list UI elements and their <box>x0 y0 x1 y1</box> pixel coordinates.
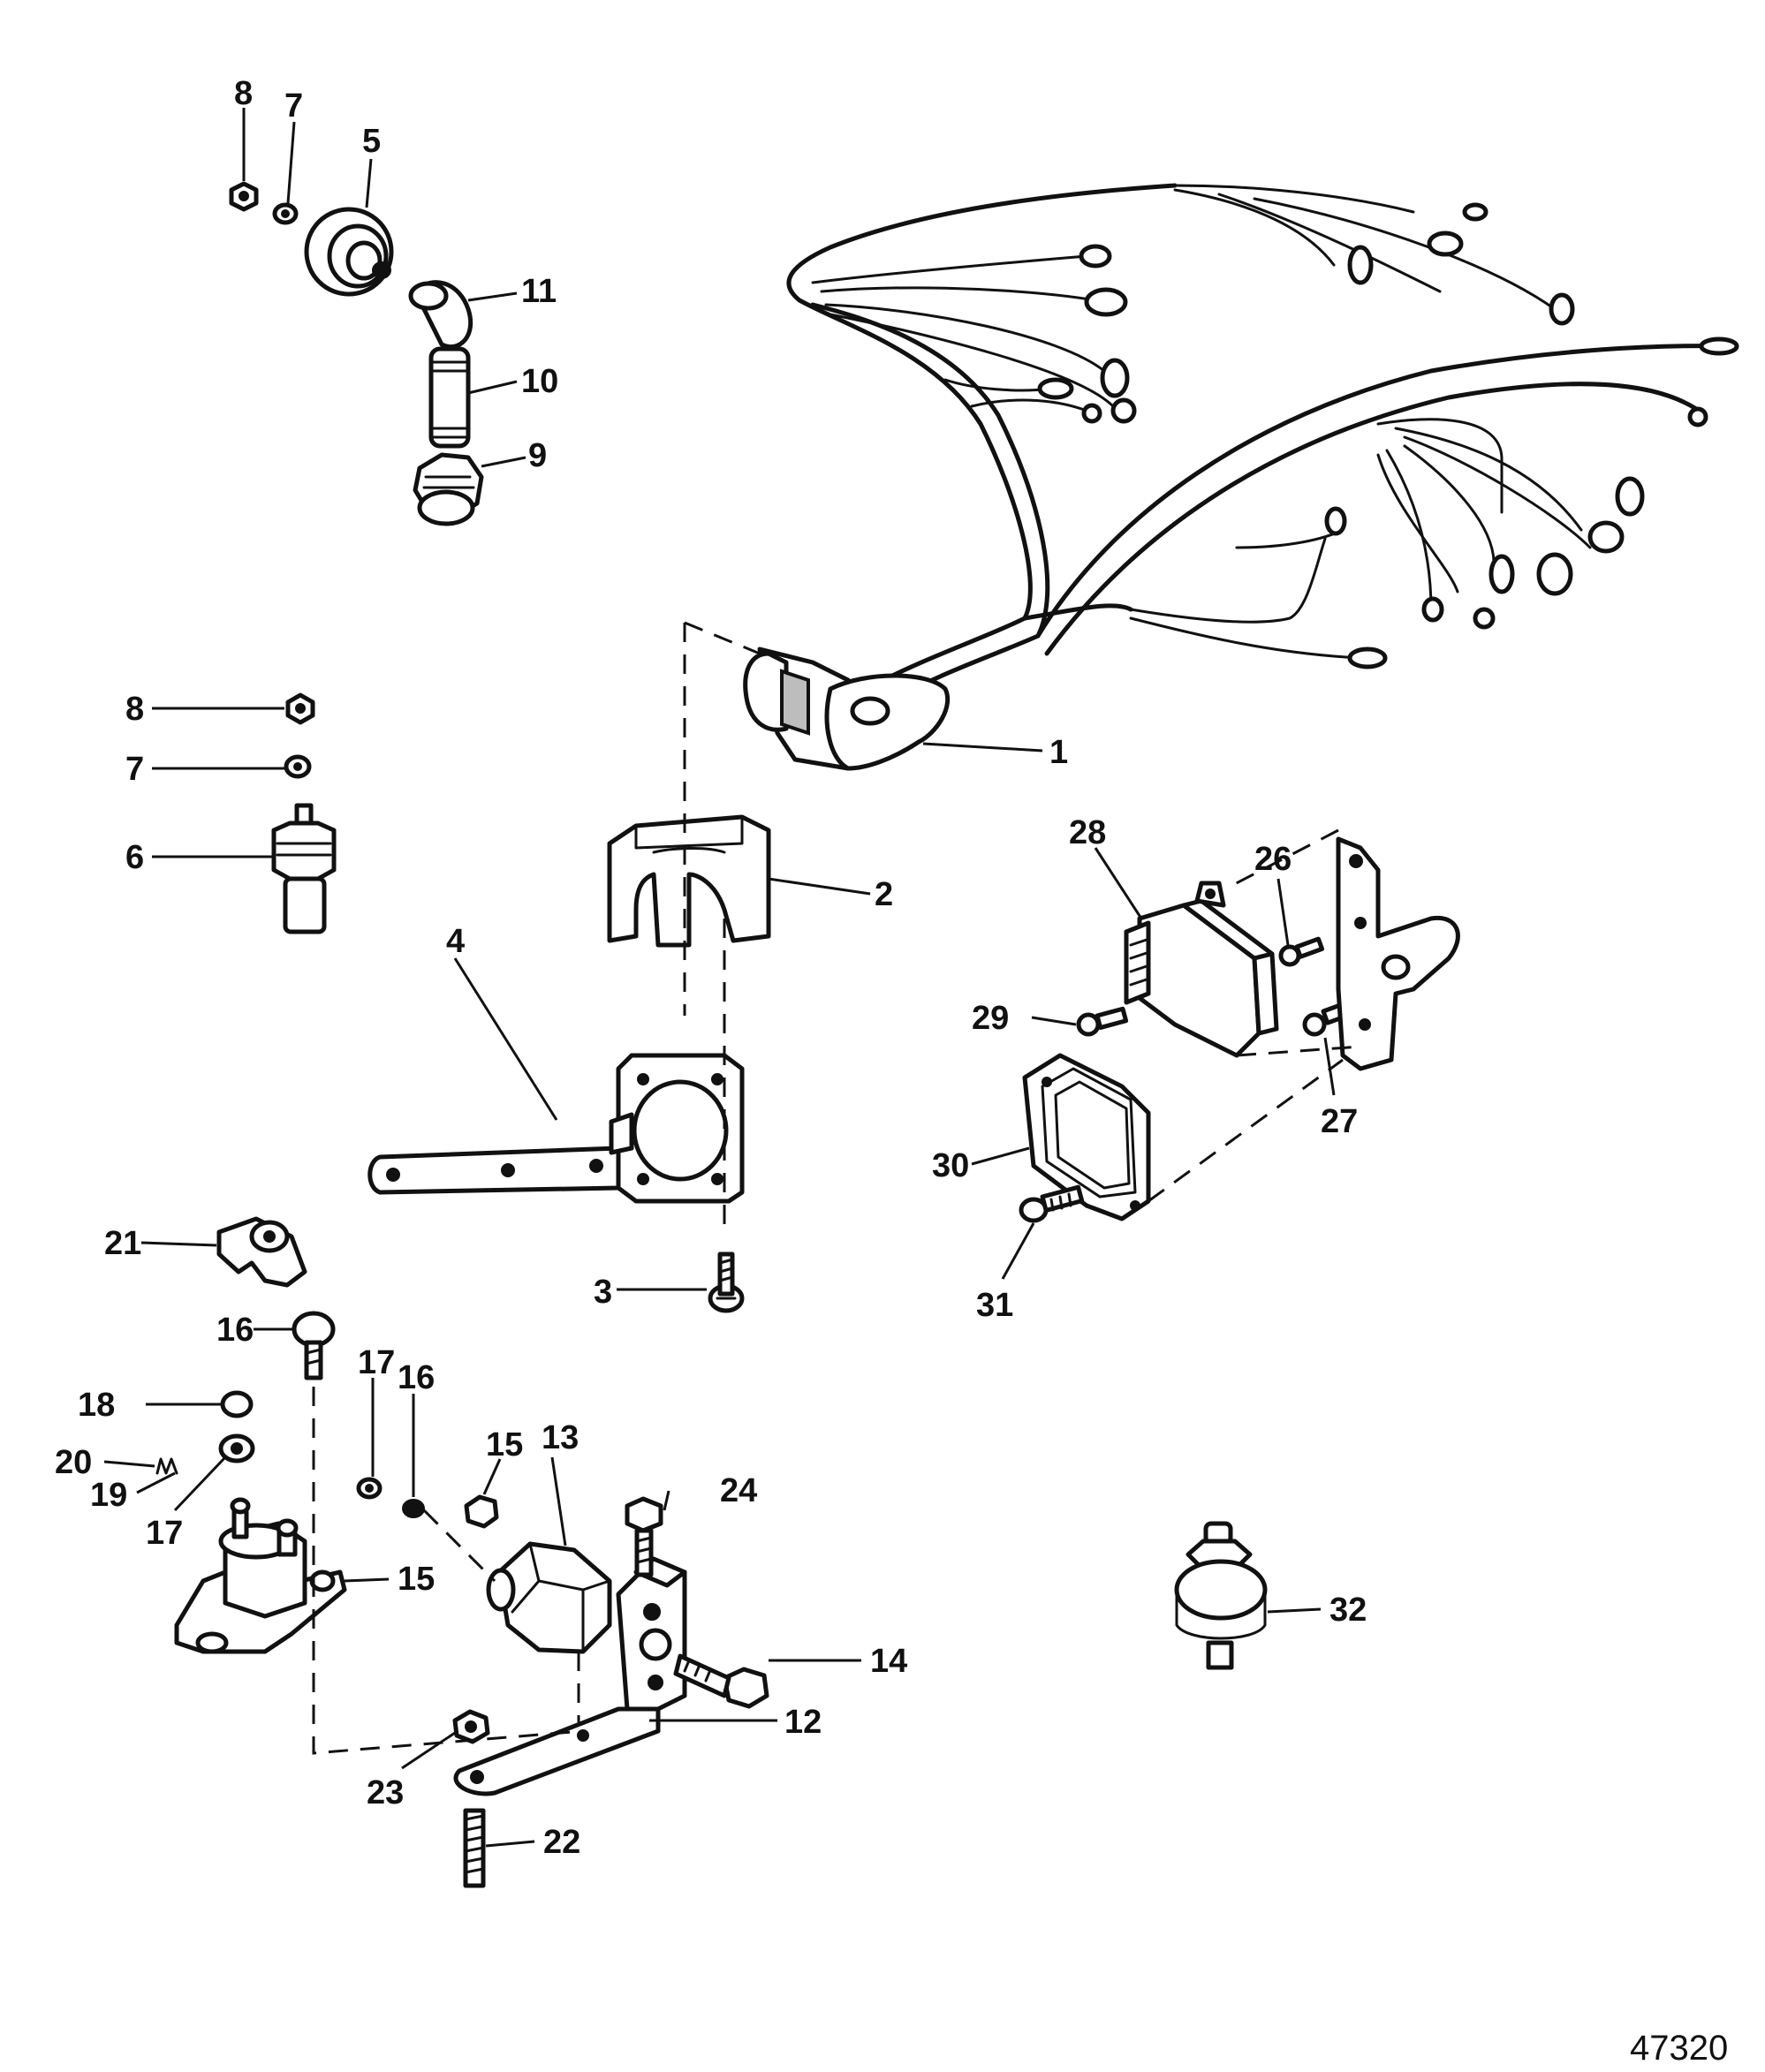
figure-number: 47320 <box>1630 2029 1728 2068</box>
sensor-32-part <box>1174 1521 1268 1670</box>
assembly-lines <box>312 621 1361 1755</box>
callout-13: 13 <box>542 1419 579 1456</box>
callout-22: 22 <box>543 1824 580 1861</box>
callout-8-upper: 8 <box>234 75 253 112</box>
callout-30: 30 <box>932 1147 969 1184</box>
callout-24: 24 <box>720 1472 757 1509</box>
callout-9: 9 <box>528 437 547 474</box>
callout-27: 27 <box>1321 1103 1358 1140</box>
nut-8-upper-part <box>229 181 259 212</box>
switch-6-part <box>271 803 337 934</box>
callout-labels: 8 7 5 11 10 9 1 8 7 6 2 4 28 26 29 27 30… <box>55 75 1367 1861</box>
callout-7-upper: 7 <box>284 87 303 125</box>
nut-15-mid-part <box>464 1494 499 1529</box>
callout-20: 20 <box>55 1444 92 1481</box>
callout-16-left: 16 <box>216 1312 254 1349</box>
callout-11: 11 <box>521 273 557 310</box>
screw-26-part <box>1278 936 1325 967</box>
callout-15-left: 15 <box>398 1561 435 1598</box>
nut-17-mid-part <box>356 1477 383 1500</box>
callout-2: 2 <box>875 876 893 913</box>
callout-21: 21 <box>104 1225 141 1262</box>
adapter-9-part <box>413 452 484 526</box>
callout-16-mid: 16 <box>398 1359 435 1396</box>
mount-bracket-part <box>1336 836 1460 1071</box>
stud-22-part <box>463 1808 486 1888</box>
nipple-10-part <box>428 346 471 449</box>
callout-32: 32 <box>1329 1592 1367 1629</box>
callout-26: 26 <box>1254 841 1292 878</box>
callout-12: 12 <box>784 1704 822 1741</box>
callout-5: 5 <box>362 123 381 160</box>
screw-31-part <box>1019 1184 1085 1223</box>
clamp-2-part <box>607 814 771 948</box>
callout-6: 6 <box>125 839 144 876</box>
callout-3: 3 <box>594 1274 612 1311</box>
solenoid-15-part <box>174 1497 347 1654</box>
bracket-4-part <box>367 1053 745 1204</box>
callout-14: 14 <box>870 1643 907 1680</box>
leader-lines <box>103 108 1336 1848</box>
bolt-24-part <box>625 1496 663 1577</box>
nut-23-part <box>452 1709 490 1744</box>
wiring-harness-part <box>743 183 1739 771</box>
callout-7-lower: 7 <box>125 751 144 788</box>
screw-3-part <box>708 1252 745 1313</box>
callout-15-mid: 15 <box>486 1426 523 1463</box>
callout-1: 1 <box>1049 734 1068 771</box>
callout-17-lower: 17 <box>146 1515 183 1552</box>
washer-16-mid-part <box>402 1499 425 1518</box>
callout-18: 18 <box>78 1387 115 1424</box>
callout-8-lower: 8 <box>125 691 144 728</box>
nut-17-left-part <box>218 1433 255 1463</box>
nut-8-lower-part <box>285 692 315 725</box>
callout-31: 31 <box>976 1287 1013 1324</box>
module-28-part <box>1124 881 1279 1058</box>
washer-7-upper-part <box>272 202 299 225</box>
bolt-14-part <box>673 1653 769 1709</box>
callout-29: 29 <box>972 1000 1009 1037</box>
clip-21-part <box>216 1216 307 1288</box>
bolt-16-left-part <box>292 1311 336 1380</box>
cap-18-part <box>220 1390 254 1418</box>
washer-7-lower-part <box>284 754 312 779</box>
sender-5-part <box>304 207 394 297</box>
callout-17-upper: 17 <box>358 1344 395 1381</box>
switch-13-part <box>486 1541 612 1654</box>
spring-19-part <box>155 1457 178 1475</box>
callout-19: 19 <box>90 1477 127 1514</box>
screw-29-part <box>1076 1006 1129 1037</box>
elbow-11-part <box>408 280 473 350</box>
callout-4: 4 <box>446 923 465 960</box>
callout-23: 23 <box>367 1774 404 1811</box>
callout-28: 28 <box>1069 814 1106 851</box>
callout-10: 10 <box>521 363 558 400</box>
